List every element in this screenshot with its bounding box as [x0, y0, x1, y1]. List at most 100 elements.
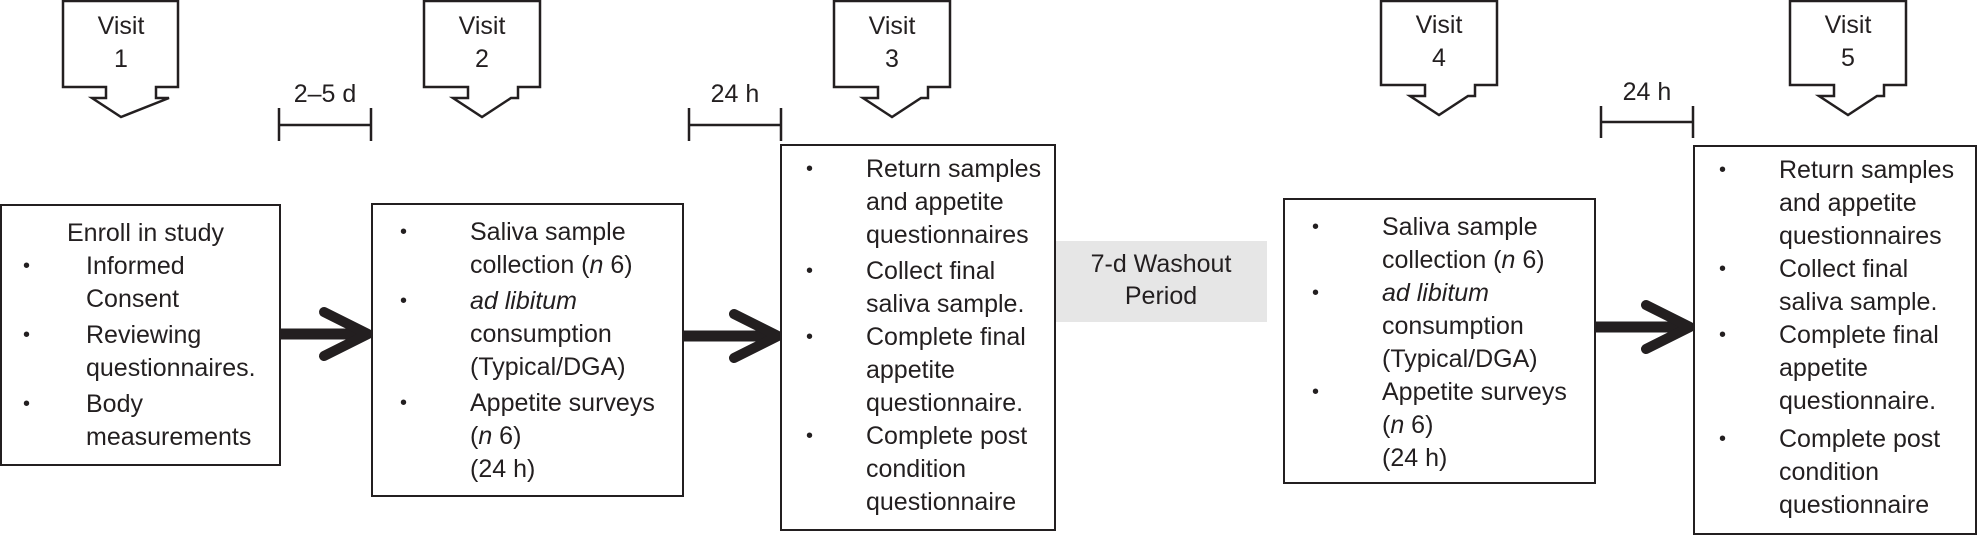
item-text: saliva sample.	[1779, 288, 1938, 316]
item-text: Collect final	[1779, 255, 1909, 283]
arrow-2	[677, 309, 783, 363]
bullet-icon: •	[23, 324, 31, 346]
bullet-icon: •	[1312, 381, 1320, 403]
item-text: Reviewing	[86, 321, 202, 349]
bullet-icon: •	[1719, 159, 1727, 181]
washout-line-1: 7-d Washout	[1090, 250, 1232, 278]
arrow-3	[1589, 300, 1695, 354]
visit-5-callout-shape	[1788, 0, 1908, 117]
item-text: (Typical/DGA)	[470, 353, 626, 381]
washout-period: 7-d Washout Period	[1055, 241, 1267, 322]
item-text: appetite	[866, 356, 955, 384]
arrow-1	[274, 307, 373, 361]
item-text: Consent	[86, 285, 180, 313]
item-text: Appetite surveys	[1382, 378, 1567, 406]
list-item: • Appetite surveys (n 6)(24 h)	[1312, 376, 1594, 475]
item-text: questionnaire	[866, 488, 1017, 516]
item-text: condition	[866, 455, 967, 483]
text-part: 6)	[1515, 246, 1545, 274]
list-item: •Appetite surveys(n 6)(24 h)	[400, 387, 682, 486]
bullet-icon: •	[400, 290, 408, 312]
visit-3-callout-shape	[832, 0, 952, 119]
visit-word: Visit	[458, 12, 506, 40]
item-text: questionnaires	[866, 221, 1029, 249]
visit-number: 1	[114, 45, 128, 73]
item-text: (n 6)	[470, 420, 682, 453]
visit-1-label: Visit 1	[63, 10, 179, 76]
visit-number: 3	[885, 45, 899, 73]
item-text: Complete post	[866, 422, 1028, 450]
item-text: measurements	[86, 423, 252, 451]
list-item: • Complete final appetite questionnaire.	[806, 321, 1054, 420]
item-text: (24 h)	[470, 455, 536, 483]
visit-number: 4	[1432, 44, 1446, 72]
duration-label-3: 24 h	[1622, 78, 1672, 106]
bullet-icon: •	[400, 221, 408, 243]
text-part: n	[1390, 411, 1405, 439]
text-part: n	[478, 422, 493, 450]
item-text: Saliva sample	[1382, 213, 1538, 241]
visit-3-activities-box: • Return samples and appetite questionnaire…	[780, 144, 1056, 531]
bullet-icon: •	[23, 255, 31, 277]
item-text: appetite	[1779, 354, 1868, 382]
item-text: (n 6)	[1382, 409, 1594, 442]
visit-number: 2	[475, 45, 489, 73]
bullet-icon: •	[806, 326, 814, 348]
item-text: questionnaire.	[866, 389, 1024, 417]
visit-1-callout-shape	[61, 0, 180, 119]
item-text: (Typical/DGA)	[1382, 345, 1538, 373]
item-text: saliva sample.	[866, 290, 1025, 318]
item-text: (24 h)	[1382, 444, 1448, 472]
text-part: collection (	[470, 251, 590, 279]
text-part: n	[589, 251, 604, 279]
duration-bracket-2	[687, 108, 783, 141]
visit-word: Visit	[97, 12, 145, 40]
visit-5-label: Visit 5	[1790, 9, 1906, 75]
bullet-icon: •	[806, 158, 814, 180]
visit-2-callout-shape	[422, 0, 542, 119]
text-part: n	[1501, 246, 1516, 274]
text-part: 6)	[492, 422, 522, 450]
visit-number: 5	[1841, 44, 1855, 72]
item-text: Return samples	[866, 155, 1042, 183]
item-text: Complete final	[866, 323, 1026, 351]
visit-word: Visit	[868, 12, 916, 40]
item-text: and appetite	[866, 188, 1004, 216]
item-text: collection (n 6)	[470, 249, 682, 282]
list-item: • Collect final saliva sample.	[1719, 253, 1975, 319]
list-item: • Return samples and appetite questionnaire…	[806, 153, 1054, 252]
visit-2-label: Visit 2	[424, 10, 540, 76]
list-item: • Saliva sample collection (n 6)	[400, 216, 682, 282]
bullet-icon: •	[806, 260, 814, 282]
bullet-icon: •	[806, 425, 814, 447]
text-part: collection (	[1382, 246, 1502, 274]
item-text: condition	[1779, 458, 1880, 486]
item-text: questionnaires	[1779, 222, 1942, 250]
bullet-icon: •	[1312, 216, 1320, 238]
item-text: and appetite	[1779, 189, 1917, 217]
item-text: consumption	[470, 320, 612, 348]
bullet-icon: •	[1719, 258, 1727, 280]
text-part: (	[470, 422, 479, 450]
item-text: Complete final	[1779, 321, 1939, 349]
item-text: Saliva sample	[470, 218, 626, 246]
item-text: Complete post	[1779, 425, 1941, 453]
item-text: Appetite surveys	[470, 389, 655, 417]
visit-4-callout-shape	[1379, 0, 1499, 117]
visit-word: Visit	[1824, 11, 1872, 39]
item-text: consumption	[1382, 312, 1524, 340]
list-item: • Saliva sample collection (n 6)	[1312, 211, 1594, 277]
enroll-title: Enroll in study	[66, 219, 225, 247]
